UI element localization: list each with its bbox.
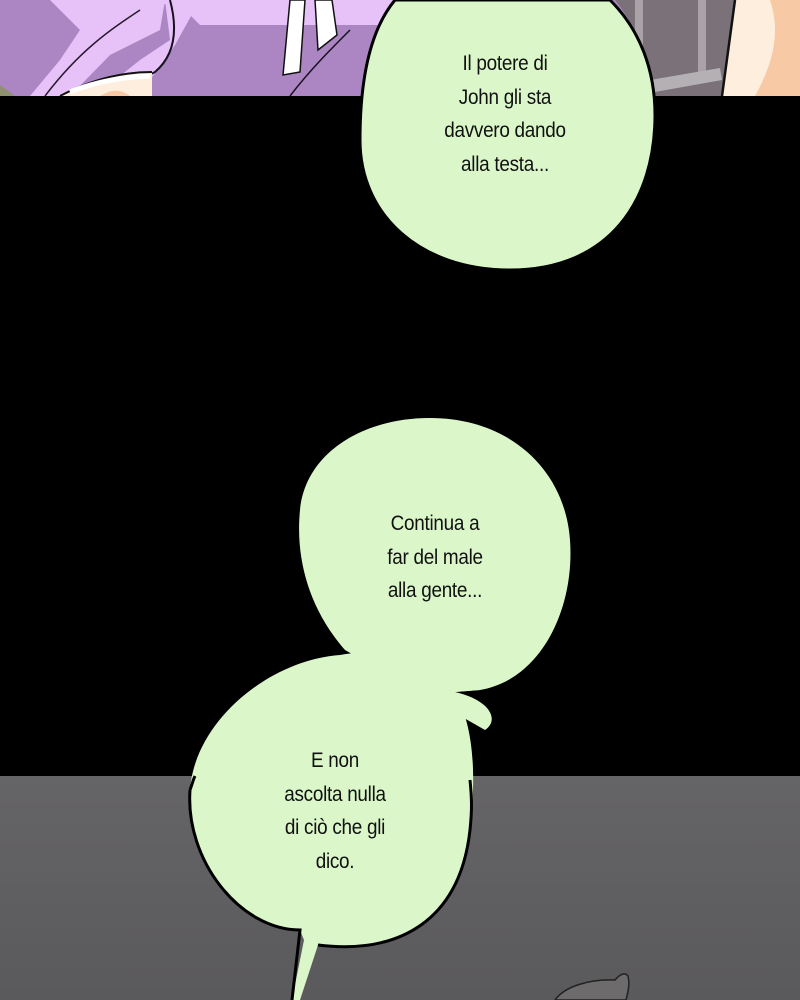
speech-bubble-2-text: Continua a far del male alla gente... [387, 512, 483, 602]
speech-bubble-1-text: Il potere di John gli sta davvero dando … [444, 52, 566, 176]
character-hair-icon [554, 973, 630, 1000]
speech-bubble-3-text: E non ascolta nulla di ciò che gli dico. [284, 749, 386, 873]
top-panel-artwork [0, 0, 800, 96]
top-panel [0, 0, 800, 96]
